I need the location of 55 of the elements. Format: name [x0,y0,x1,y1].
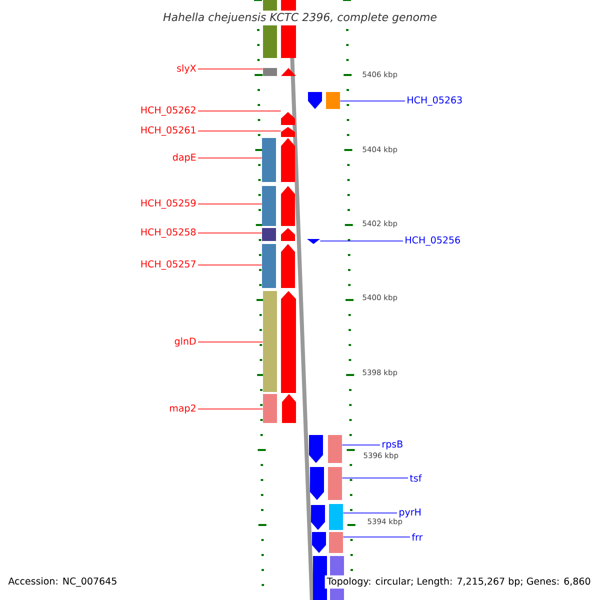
leader-line [198,68,264,70]
gene-block [307,239,320,244]
gene-block [311,505,325,530]
footer-text: Topology: circular; Length: 7,215,267 bp; Genes: 6,860 [324,575,593,589]
gene-block [313,556,327,600]
gene-block [309,435,323,463]
title: Hahella chejuensis KCTC 2396, complete genome [161,10,439,26]
gene-block [281,68,296,76]
leader-line [198,232,262,234]
gene-block [312,532,326,553]
leader-line [320,240,404,242]
gene-label: glnD [174,337,196,347]
gene-label: dapE [172,153,196,163]
gene-bar [326,92,340,109]
gene-block [308,92,322,109]
leader-line [342,512,398,514]
gene-label: rpsB [382,440,402,450]
gene-label: HCH_05257 [141,260,196,270]
gene-block [282,394,296,423]
gene-label: slyX [177,64,196,74]
gene-bar [328,467,342,500]
leader-line [340,100,406,102]
gene-label: tsf [410,474,422,482]
gene-label: HCH_05263 [408,96,462,106]
leader-line [198,110,282,112]
gene-label: HCH_05259 [141,199,196,209]
gene-label: HCH_05261 [141,126,196,136]
gene-block [281,127,295,137]
gene-label: frr [412,533,423,541]
gene-label: map2 [170,404,196,414]
leader-line [198,408,264,410]
footer-text: Accession: NC_007645 [6,575,120,589]
gene-bar [263,68,277,76]
gene-block [281,244,295,288]
gene-bar [329,504,343,530]
gene-label: HCH_05256 [406,236,460,246]
leader-line [198,130,282,132]
gene-bar [263,394,277,423]
leader-line [342,444,380,446]
gene-block [310,467,324,500]
gene-bar [328,435,342,463]
gene-bar [262,244,276,288]
leader-line [342,536,410,538]
gene-block [281,112,295,125]
leader-line [198,264,262,266]
gene-label: pyrH [400,508,420,518]
gene-block [281,186,295,226]
gene-bar [263,291,277,392]
gene-label: HCH_05258 [141,228,196,238]
gene-bar [329,532,343,553]
gene-bar [262,138,276,182]
gene-bar [262,186,276,226]
gene-bar [262,228,276,241]
gene-label: HCH_05262 [141,106,196,116]
gene-block [281,228,295,241]
